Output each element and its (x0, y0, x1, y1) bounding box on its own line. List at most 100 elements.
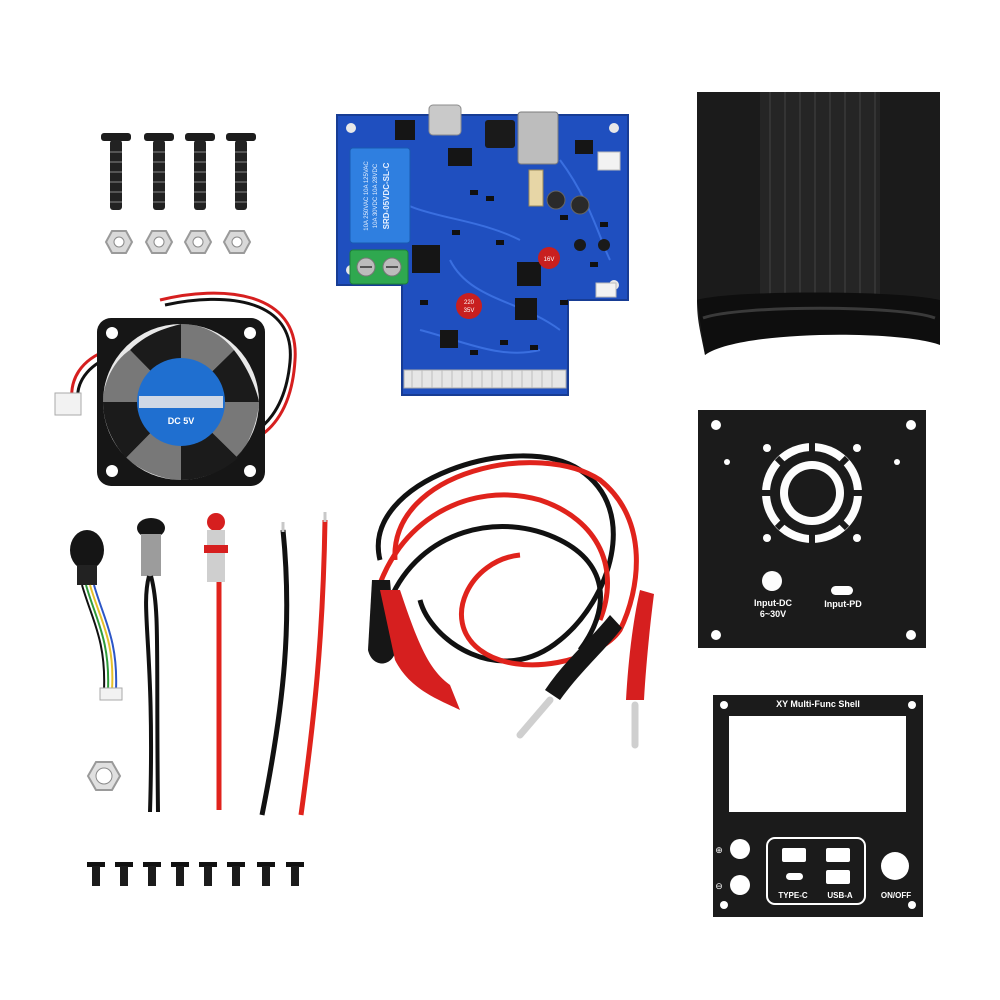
screw-hole (711, 630, 721, 640)
capacitor-label: 16V (544, 257, 555, 263)
aluminum-enclosure (697, 92, 940, 355)
capacitor (546, 190, 566, 210)
inductor (485, 120, 515, 148)
minus-symbol: ⊖ (715, 881, 723, 891)
jst-connector (595, 282, 617, 298)
control-pcb: 16V 220 35V 10A 250VAC 10A 125VAC 10A 30… (336, 104, 629, 396)
front-panel: XY Multi-Func Shell ⊕ ⊖ TYPE-C USB-A ON/… (713, 695, 923, 917)
usb-c-port (428, 104, 462, 136)
small-screw (143, 862, 161, 886)
black-wire (259, 522, 290, 816)
screw-hole (720, 701, 728, 709)
usba-label: USB-A (827, 891, 853, 900)
screw-hole (906, 630, 916, 640)
long-screw (144, 133, 174, 210)
positive-terminal-hole (730, 839, 750, 859)
red-alligator-clip (380, 590, 460, 710)
black-banana-plug (516, 615, 622, 739)
usb-c-cutout (786, 873, 803, 880)
slide-switch (528, 169, 544, 207)
fan-vent-grille (724, 443, 900, 543)
ic-chip (448, 148, 472, 166)
mounting-hole (244, 327, 256, 339)
front-panel-title: XY Multi-Func Shell (776, 699, 860, 709)
dc-jack-socket (137, 518, 165, 813)
capacitor-red (456, 293, 482, 319)
hex-nut (144, 230, 174, 254)
relay-model: SRD-05VDC-SL-C (382, 162, 391, 229)
relay-rating-line1: 10A 250VAC 10A 125VAC (364, 161, 370, 231)
green-terminal-block (349, 249, 409, 285)
screw-hole (711, 420, 721, 430)
hex-nut (183, 230, 213, 254)
mounting-hole (106, 327, 118, 339)
relay-rating-line2: 10A 30VDC 10A 28VDC (373, 163, 379, 228)
small-screw (115, 862, 133, 886)
red-binding-post (204, 513, 228, 810)
usb-c-cutout (831, 586, 853, 595)
dc-input-hole (762, 571, 782, 591)
small-screw (171, 862, 189, 886)
input-dc-range: 6~30V (760, 609, 786, 619)
typec-label: TYPE-C (778, 891, 808, 900)
display-window (729, 716, 906, 812)
ic-chip (517, 262, 541, 286)
small-screw (87, 862, 105, 886)
capacitor-label: 35V (464, 308, 475, 314)
red-banana-plug (626, 590, 654, 749)
small-screw (227, 862, 245, 886)
long-screw (185, 133, 215, 210)
test-lead-cables (368, 453, 654, 749)
power-switch-hole (881, 852, 909, 880)
long-screw (226, 133, 256, 210)
usb-port-cutout (782, 848, 806, 862)
negative-terminal-hole (730, 875, 750, 895)
relay: 10A 250VAC 10A 125VAC 10A 30VDC 10A 28VD… (349, 147, 411, 244)
panel-nut (86, 761, 122, 791)
ic-chip (440, 330, 458, 348)
capacitor (574, 239, 586, 251)
ic-chip (575, 140, 593, 154)
red-wire (298, 512, 328, 816)
hex-nut-set (104, 230, 252, 254)
screw-hole (906, 420, 916, 430)
capacitor (570, 195, 590, 215)
small-screw (199, 862, 217, 886)
hex-nut (222, 230, 252, 254)
onoff-label: ON/OFF (881, 891, 911, 900)
usb-a-cutout (826, 870, 850, 884)
ic-chip (412, 245, 440, 273)
screw-hole (908, 901, 916, 909)
rear-panel: Input-DC 6~30V Input-PD (698, 410, 926, 648)
mounting-hole (244, 465, 256, 477)
small-screw (286, 862, 304, 886)
mounting-hole (346, 123, 356, 133)
mounting-hole (106, 465, 118, 477)
panel-socket-rocker (70, 530, 123, 701)
plus-symbol: ⊕ (715, 845, 723, 855)
ic-chip (515, 298, 537, 320)
mounting-hole (609, 123, 619, 133)
pin-header (403, 369, 567, 389)
input-pd-label: Input-PD (824, 599, 862, 609)
usb-a-port (517, 111, 559, 165)
long-screw-set (101, 133, 256, 210)
small-screw-row (87, 862, 304, 886)
fan-voltage-label: DC 5V (168, 416, 195, 426)
small-screw (257, 862, 275, 886)
input-dc-label: Input-DC (754, 598, 792, 608)
capacitor (598, 239, 610, 251)
long-screw (101, 133, 131, 210)
hex-nut (104, 230, 134, 254)
screw-hole (908, 701, 916, 709)
ic-chip (395, 120, 415, 140)
capacitor-label: 220 (464, 300, 475, 306)
fan-connector (54, 392, 82, 416)
jst-connector (597, 151, 621, 171)
port-frame (766, 837, 866, 905)
capacitor-red (538, 247, 560, 269)
screw-hole (720, 901, 728, 909)
cooling-fan: DC 5V (54, 291, 297, 486)
usb-a-cutout (826, 848, 850, 862)
